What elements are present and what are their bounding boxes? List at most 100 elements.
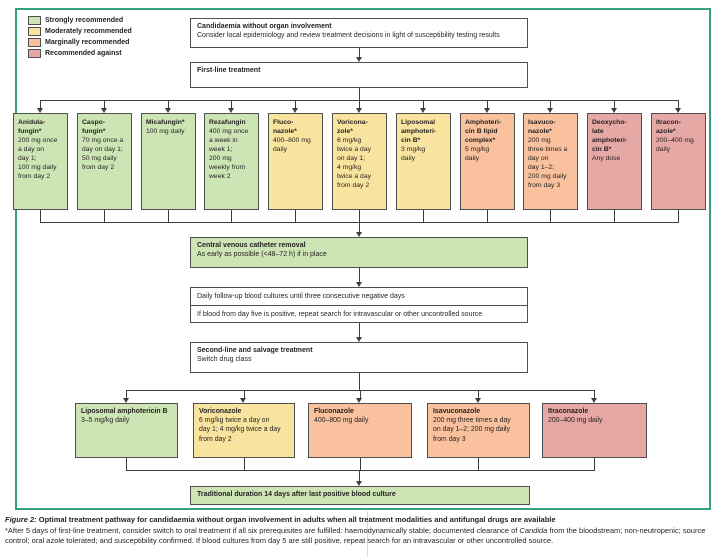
box-subtitle: Switch drug class	[197, 356, 252, 364]
drug-dose: 6 mg/kg twice a day on day 1; 4 mg/kg tw…	[199, 417, 281, 443]
connector-line	[550, 210, 551, 222]
box-duration: Traditional duration 14 days after last …	[190, 486, 530, 505]
drug-dose: 400 mg once a week in week 1; 200 mg wee…	[209, 128, 249, 181]
legend-label: Recommended against	[45, 49, 122, 57]
drug-dose: 200 mg three times a day on day 1–2; 200…	[433, 417, 511, 443]
connector-line	[678, 100, 679, 108]
caption-footnote: *After 5 days of first-line treatment, c…	[5, 526, 719, 546]
connector-arrowhead	[355, 232, 362, 237]
box-second-line: Second-line and salvage treatment Switch…	[190, 342, 528, 373]
caption-title-text: Optimal treatment pathway for candidaemi…	[38, 515, 556, 524]
second-line-drug-fluconazole: Fluconazole 400–800 mg daily	[308, 403, 412, 458]
connector-line	[126, 470, 595, 471]
box-candidaemia: Candidaemia without organ involvement Co…	[190, 18, 528, 48]
connector-line	[359, 100, 360, 108]
drug-amphotericin-b-lipid-complex: Amphoteri- cin B lipid complex* 5 mg/kg …	[460, 113, 515, 210]
connector-line	[104, 210, 105, 222]
connector-line	[359, 268, 360, 282]
drug-liposomal-amphotericin-b: Liposomal amphoteri- cin B* 3 mg/kg dail…	[396, 113, 451, 210]
connector-line	[168, 100, 169, 108]
box-subtitle: Consider local epidemiology and review t…	[197, 32, 500, 40]
connector-line	[423, 210, 424, 222]
connector-line	[359, 48, 360, 57]
connector-line	[126, 390, 127, 398]
connector-line	[487, 210, 488, 222]
drug-rezafungin: Rezafungin 400 mg once a week in week 1;…	[204, 113, 259, 210]
drug-name: Deoxycho- late amphoteri- cin B*	[592, 119, 628, 154]
connector-arrowhead	[483, 108, 490, 113]
connector-arrowhead	[122, 398, 129, 403]
box-first-line-treatment: First-line treatment	[190, 62, 528, 88]
connector-arrowhead	[36, 108, 43, 113]
drug-dose: 200–400 mg daily	[548, 417, 603, 425]
connector-arrowhead	[546, 108, 553, 113]
connector-line	[168, 210, 169, 222]
connector-line	[243, 390, 245, 398]
connector-arrowhead	[227, 108, 234, 113]
connector-line	[243, 458, 245, 470]
connector-line	[40, 210, 41, 222]
drug-itraconazole: Itracon- azole* 200–400 mg daily	[651, 113, 706, 210]
drug-dose: 70 mg once a day on day 1; 50 mg daily f…	[82, 137, 124, 172]
connector-arrowhead	[355, 337, 362, 342]
box-title: Central venous catheter removal	[197, 242, 306, 249]
drug-dose: Any dose	[592, 155, 621, 163]
drug-name: Voricona- zole*	[337, 119, 368, 136]
followup-row: Daily follow-up blood cultures until thr…	[197, 292, 405, 300]
connector-line	[359, 373, 360, 390]
drug-dose: 200 mg once a day on day 1; 100 mg daily…	[18, 137, 58, 181]
box-title: First-line treatment	[197, 67, 261, 74]
drug-name: Itraconazole	[548, 408, 589, 415]
box-title: Traditional duration 14 days after last …	[197, 491, 396, 498]
drug-name: Rezafungin	[209, 119, 246, 126]
connector-line	[614, 210, 615, 222]
connector-line	[359, 458, 361, 470]
connector-line	[478, 390, 479, 398]
connector-arrowhead	[590, 398, 597, 403]
box-subtitle: As early as possible (<48–72 h) if in pl…	[197, 251, 327, 259]
drug-voriconazole: Voricona- zole* 6 mg/kg twice a day on d…	[332, 113, 387, 210]
drug-name: Itracon- azole*	[656, 119, 681, 136]
legend-swatch-against	[28, 49, 41, 58]
second-line-drug-liposomal-amphotericin-b: Liposomal amphotericin B 3–5 mg/kg daily	[75, 403, 178, 458]
connector-arrowhead	[356, 398, 362, 403]
second-line-drug-voriconazole: Voriconazole 6 mg/kg twice a day on day …	[193, 403, 295, 458]
connector-line	[478, 458, 479, 470]
connector-line	[359, 210, 360, 222]
drug-dose: 400–800 mg daily	[314, 417, 369, 425]
drug-name: Fluco- nazole*	[273, 119, 297, 136]
box-title: Candidaemia without organ involvement	[197, 23, 332, 30]
connector-arrowhead	[474, 398, 481, 403]
connector-line	[359, 88, 360, 100]
box-followup-cultures: Daily follow-up blood cultures until thr…	[190, 287, 528, 323]
legend-label: Strongly recommended	[45, 16, 124, 24]
drug-fluconazole: Fluco- nazole* 400–800 mg daily	[268, 113, 323, 210]
connector-line	[487, 100, 488, 108]
box-catheter-removal: Central venous catheter removal As early…	[190, 237, 528, 268]
legend-label: Moderately recommended	[45, 27, 132, 35]
drug-dose: 3–5 mg/kg daily	[81, 417, 130, 425]
drug-dose: 200–400 mg daily	[656, 137, 694, 154]
drug-name: Voriconazole	[199, 408, 242, 415]
connector-arrowhead	[100, 108, 107, 113]
connector-arrowhead	[291, 108, 298, 113]
connector-line	[231, 100, 232, 108]
connector-line	[678, 210, 679, 222]
drug-caspofungin: Caspo- fungin* 70 mg once a day on day 1…	[77, 113, 132, 210]
legend-label: Marginally recommended	[45, 38, 130, 46]
connector-arrowhead	[674, 108, 681, 113]
connector-arrowhead	[610, 108, 617, 113]
connector-line	[423, 100, 424, 108]
connector-line	[614, 100, 615, 108]
drug-name: Caspo- fungin*	[82, 119, 106, 136]
connector-line	[40, 100, 41, 108]
connector-line	[359, 323, 360, 337]
connector-line	[359, 222, 360, 232]
legend-item-moderate: Moderately recommended	[28, 26, 132, 37]
connector-line	[295, 210, 296, 222]
drug-micafungin: Micafungin* 100 mg daily	[141, 113, 196, 210]
figure-number-label: Figure 2:	[5, 515, 37, 524]
drug-anidulafungin: Anidula- fungin* 200 mg once a day on da…	[13, 113, 68, 210]
connector-arrowhead	[355, 57, 362, 62]
